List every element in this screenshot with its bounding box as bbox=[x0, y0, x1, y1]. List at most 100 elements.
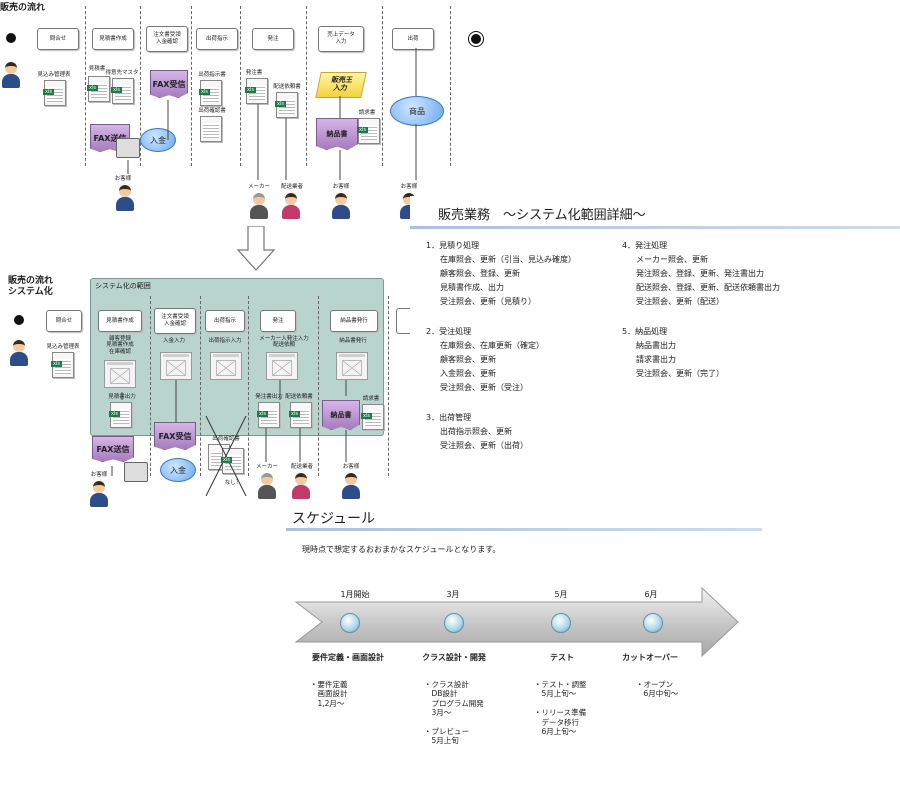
milestone-bead-icon bbox=[643, 613, 663, 633]
lane-divider bbox=[200, 296, 201, 476]
milestone-month: 1月開始 bbox=[340, 590, 370, 599]
milestone-phase: テスト bbox=[550, 653, 574, 662]
lane-divider bbox=[318, 296, 319, 476]
delivery-note-doc: 納品書 bbox=[316, 118, 358, 150]
lane-header-order-payment: 注文書受領 入金確認 bbox=[154, 308, 196, 334]
invoice-label: 請求書 bbox=[362, 396, 380, 402]
price-master-label: 得意先マスタ bbox=[105, 70, 139, 76]
delivery-request-label: 配送依頼書 bbox=[285, 394, 313, 400]
none-label: なし？ bbox=[224, 480, 242, 486]
courier-label: 配送業者 bbox=[290, 464, 313, 470]
section-item: 納品書出力 bbox=[636, 341, 676, 350]
maker-person-icon bbox=[256, 473, 278, 501]
lane-header-shipping: 出荷 bbox=[392, 28, 434, 50]
schedule-intro: 現時点で想定するおおまかなスケジュールとなります。 bbox=[302, 545, 501, 554]
invoice-label: 請求書 bbox=[358, 110, 376, 116]
order-steps-label: メーカー入発注入力 配送依頼 bbox=[259, 336, 309, 349]
section-item: 入金照会、更新 bbox=[440, 369, 496, 378]
ship-instruction-screen-icon bbox=[210, 352, 242, 380]
section-item: 受注照会、更新（受注） bbox=[440, 383, 528, 392]
lane-header-inquiry: 問合せ bbox=[46, 310, 82, 332]
system-flow-connectors bbox=[111, 380, 347, 476]
payment-screen-icon bbox=[160, 352, 192, 380]
customer-label: お客様 bbox=[342, 464, 360, 470]
maker-label: メーカー bbox=[247, 184, 270, 190]
fax-machine-icon bbox=[124, 462, 148, 482]
lane-divider bbox=[450, 6, 451, 166]
detail-panel: 販売業務 ～システム化範囲詳細～ 1．見積り処理 在庫照会、更新（引当、見込み確… bbox=[410, 196, 900, 466]
lane-header-quote: 見積書作成 bbox=[92, 28, 134, 50]
lane-divider bbox=[140, 6, 141, 166]
start-node-icon bbox=[6, 33, 16, 43]
lane-header-order-payment: 注文書受領 入金確認 bbox=[146, 26, 188, 52]
section-item: 受注照会、更新（見積り） bbox=[440, 297, 536, 306]
lane-divider bbox=[85, 6, 86, 166]
lane-header-ship-instruction: 出荷指示 bbox=[196, 28, 238, 50]
quote-steps-label: 顧客登録 見積書作成 在庫確認 bbox=[106, 336, 134, 355]
ship-confirm-label: 出荷確認書 bbox=[198, 108, 226, 114]
section-heading: 2．受注処理 bbox=[426, 327, 472, 336]
section-heading: 1．見積り処理 bbox=[426, 241, 480, 250]
section-item: 受注照会、更新（出荷） bbox=[440, 441, 528, 450]
down-arrow-icon bbox=[236, 226, 276, 271]
ship-confirm-sheet-icon bbox=[200, 116, 222, 142]
quote-ledger-sheet-icon: xls bbox=[43, 80, 66, 106]
section-item: 見積書作成、出力 bbox=[440, 283, 504, 292]
schedule-title: スケジュール bbox=[292, 511, 376, 527]
lane-header-ship-instruction: 出荷指示 bbox=[205, 310, 245, 332]
order-screen-icon bbox=[266, 352, 298, 380]
lane-header-quote: 見積書作成 bbox=[98, 310, 142, 332]
fax-receive-doc: FAX受信 bbox=[154, 422, 196, 450]
quote-ledger-label: 見込み管理表 bbox=[37, 72, 71, 78]
milestone-month: 5月 bbox=[554, 590, 568, 599]
section-item: 配送照会、登録、更新、配送依頼書出力 bbox=[636, 283, 780, 292]
courier-label: 配送業者 bbox=[280, 184, 303, 190]
goods-node: 商品 bbox=[390, 96, 444, 126]
order-sheet-icon: xls bbox=[245, 78, 268, 104]
ship-instruction-input-label: 出荷指示入力 bbox=[208, 338, 242, 344]
payment-node: 入金 bbox=[140, 128, 176, 152]
section-item: 出荷指示照会、更新 bbox=[440, 427, 512, 436]
milestone-notes: ・テスト・調整 5月上旬～ ・リリース準備 データ移行 6月上旬～ bbox=[534, 680, 587, 736]
milestone-month: 3月 bbox=[446, 590, 460, 599]
customer-person-icon bbox=[330, 193, 352, 221]
system-scope-label: システム化の範囲 bbox=[95, 282, 151, 290]
section-item: 在庫照会、更新（引当、見込み確度） bbox=[440, 255, 576, 264]
customer-label: お客様 bbox=[332, 184, 350, 190]
order-sheet-label: 発注書 bbox=[245, 70, 263, 76]
schedule-title-underline bbox=[286, 528, 762, 531]
milestone-bead-icon bbox=[551, 613, 571, 633]
lane-header-purchase: 発注 bbox=[252, 28, 294, 50]
invoice-sheet-icon: xls bbox=[361, 404, 384, 430]
delivery-request-sheet-icon: xls bbox=[275, 92, 298, 118]
milestone-phase: カットオーバー bbox=[622, 653, 678, 662]
milestone-month: 6月 bbox=[644, 590, 658, 599]
ship-confirm-label: 出荷確認書 bbox=[212, 436, 240, 442]
lane-header-sales-entry: 売上データ 入力 bbox=[318, 26, 364, 52]
schedule-timeline-arrow bbox=[294, 586, 739, 658]
invoice-sheet-icon: xls bbox=[357, 118, 380, 144]
quote-label: 見積書 bbox=[88, 66, 106, 72]
lane-divider bbox=[150, 296, 151, 476]
quote-screen-icon bbox=[104, 360, 136, 388]
section-item: 顧客照会、更新 bbox=[440, 355, 496, 364]
fax-machine-icon bbox=[116, 138, 140, 158]
quote-ledger-label: 見込み管理表 bbox=[46, 344, 80, 350]
removed-cross-icon bbox=[205, 415, 247, 497]
lane-header-purchase: 発注 bbox=[260, 310, 296, 332]
customer-person-icon bbox=[340, 473, 362, 501]
ship-instruction-label: 出荷指示書 bbox=[198, 72, 226, 78]
milestone-phase: クラス設計・開発 bbox=[422, 653, 486, 662]
milestone-bead-icon bbox=[340, 613, 360, 633]
payment-input-label: 入金入力 bbox=[162, 338, 185, 344]
quote-sheet-icon: xls bbox=[109, 402, 132, 428]
section-heading: 4．発注処理 bbox=[622, 241, 668, 250]
delivery-issue-label: 納品書発行 bbox=[339, 338, 367, 344]
section-item: 受注照会、更新（配送） bbox=[636, 297, 724, 306]
lane-divider bbox=[240, 6, 241, 166]
section-item: 在庫照会、在庫更新（確定） bbox=[440, 341, 544, 350]
staff-person-icon bbox=[0, 62, 22, 90]
lane-divider bbox=[388, 296, 389, 476]
courier-person-icon bbox=[290, 473, 312, 501]
section-heading: 5．納品処理 bbox=[622, 327, 668, 336]
